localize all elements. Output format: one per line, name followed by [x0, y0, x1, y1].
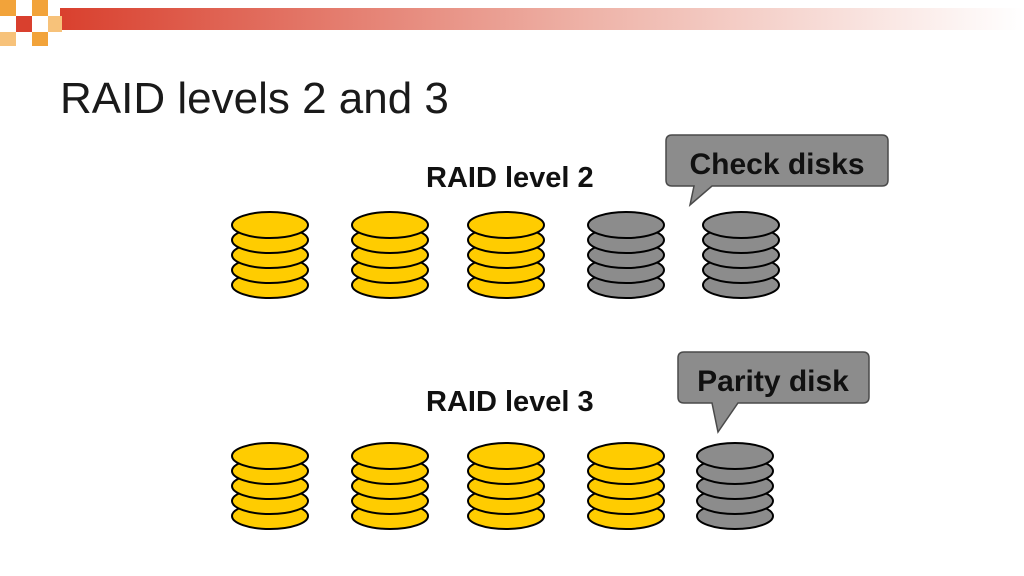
check-disk-stack: [702, 211, 780, 299]
disk-platter: [696, 442, 774, 470]
raid3-disk-row: [231, 442, 774, 530]
disk-platter: [231, 442, 309, 470]
logo-square-red: [16, 16, 32, 32]
raid2-disk-row: [231, 211, 780, 299]
data-disk-stack: [467, 211, 545, 299]
check-disks-callout-bubble: [665, 134, 889, 208]
logo-square-orange-2: [32, 0, 48, 16]
disk-platter: [351, 211, 429, 239]
logo-square-orange-5: [32, 32, 48, 46]
logo-square-orange-3: [48, 16, 62, 32]
disk-platter: [467, 211, 545, 239]
data-disk-stack: [351, 442, 429, 530]
check-disks-callout: Check disks: [665, 134, 889, 208]
check-disk-stack: [587, 211, 665, 299]
disk-platter: [587, 442, 665, 470]
parity-disk-callout-bubble: [677, 351, 870, 434]
raid2-label: RAID level 2: [426, 162, 594, 194]
parity-disk-stack: [696, 442, 774, 530]
data-disk-stack: [587, 442, 665, 530]
data-disk-stack: [231, 211, 309, 299]
logo-square-orange-1: [0, 0, 16, 16]
disk-platter: [467, 442, 545, 470]
raid3-label: RAID level 3: [426, 386, 594, 418]
gradient-bar: [60, 8, 1024, 30]
slide-title: RAID levels 2 and 3: [60, 74, 449, 123]
disk-platter: [351, 442, 429, 470]
logo-square-orange-4: [0, 32, 16, 46]
title-bar-decoration: [0, 0, 1024, 46]
parity-disk-callout-text: Parity disk: [697, 365, 849, 398]
data-disk-stack: [351, 211, 429, 299]
check-disks-callout-text: Check disks: [689, 148, 864, 181]
disk-platter: [702, 211, 780, 239]
disk-platter: [231, 211, 309, 239]
data-disk-stack: [467, 442, 545, 530]
disk-platter: [587, 211, 665, 239]
data-disk-stack: [231, 442, 309, 530]
parity-disk-callout: Parity disk: [677, 351, 870, 434]
